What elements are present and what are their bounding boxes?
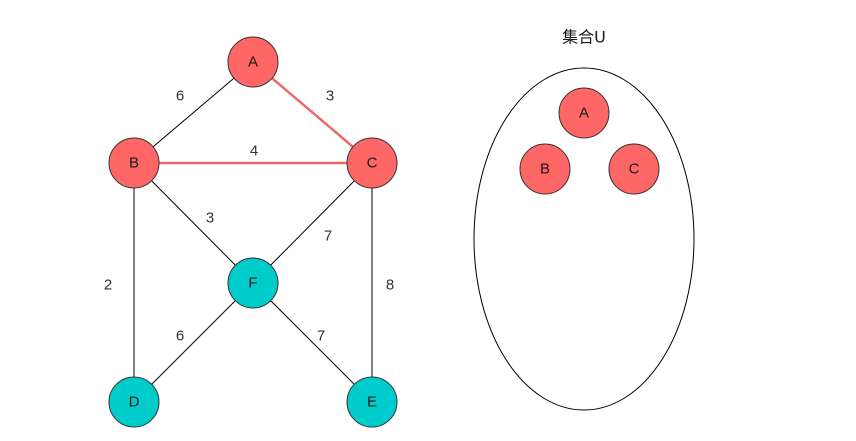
- set-u: 集合U A B C: [473, 28, 695, 411]
- edge-weights: 6 3 4 3 7 2 8 6 7: [104, 88, 394, 345]
- set-member-b-circle: [519, 143, 571, 195]
- set-member-a-label: A: [579, 105, 589, 122]
- node-f-label: F: [248, 275, 257, 292]
- set-member-c: C: [608, 143, 660, 195]
- node-f: F: [227, 257, 279, 309]
- weight-c-e: 8: [386, 277, 394, 294]
- edge-f-d: [133, 282, 254, 403]
- edge-a-b: [133, 61, 254, 164]
- node-e-circle: [346, 376, 398, 428]
- set-member-c-circle: [608, 143, 660, 195]
- node-f-circle: [227, 257, 279, 309]
- edge-a-c-selected: [252, 61, 373, 164]
- node-d-circle: [108, 376, 160, 428]
- edge-f-e: [252, 282, 373, 403]
- node-a: A: [227, 36, 279, 88]
- weight-a-c: 3: [326, 88, 334, 105]
- weight-f-e: 7: [317, 328, 325, 345]
- edge-b-f: [133, 162, 254, 284]
- node-d-label: D: [129, 394, 140, 411]
- set-member-a: A: [558, 87, 610, 139]
- weight-c-f: 7: [324, 228, 332, 245]
- node-a-label: A: [248, 54, 258, 71]
- weight-b-c: 4: [250, 143, 258, 160]
- graph-nodes: A B C F D E: [108, 36, 398, 428]
- set-member-a-circle: [558, 87, 610, 139]
- node-b-circle: [108, 137, 160, 189]
- set-member-b: B: [519, 143, 571, 195]
- node-e: E: [346, 376, 398, 428]
- node-c: C: [346, 137, 398, 189]
- node-b: B: [108, 137, 160, 189]
- node-a-circle: [227, 36, 279, 88]
- set-member-c-label: C: [629, 161, 640, 178]
- node-c-label: C: [367, 155, 378, 172]
- weight-a-b: 6: [176, 88, 184, 105]
- weight-f-d: 6: [176, 328, 184, 345]
- node-c-circle: [346, 137, 398, 189]
- node-b-label: B: [129, 155, 139, 172]
- graph-edges: [133, 61, 373, 403]
- set-member-b-label: B: [540, 161, 550, 178]
- weight-b-f: 3: [206, 210, 214, 227]
- edge-c-f: [252, 162, 373, 284]
- weight-b-d: 2: [104, 277, 112, 294]
- node-d: D: [108, 376, 160, 428]
- node-e-label: E: [367, 394, 377, 411]
- set-u-title: 集合U: [562, 28, 606, 47]
